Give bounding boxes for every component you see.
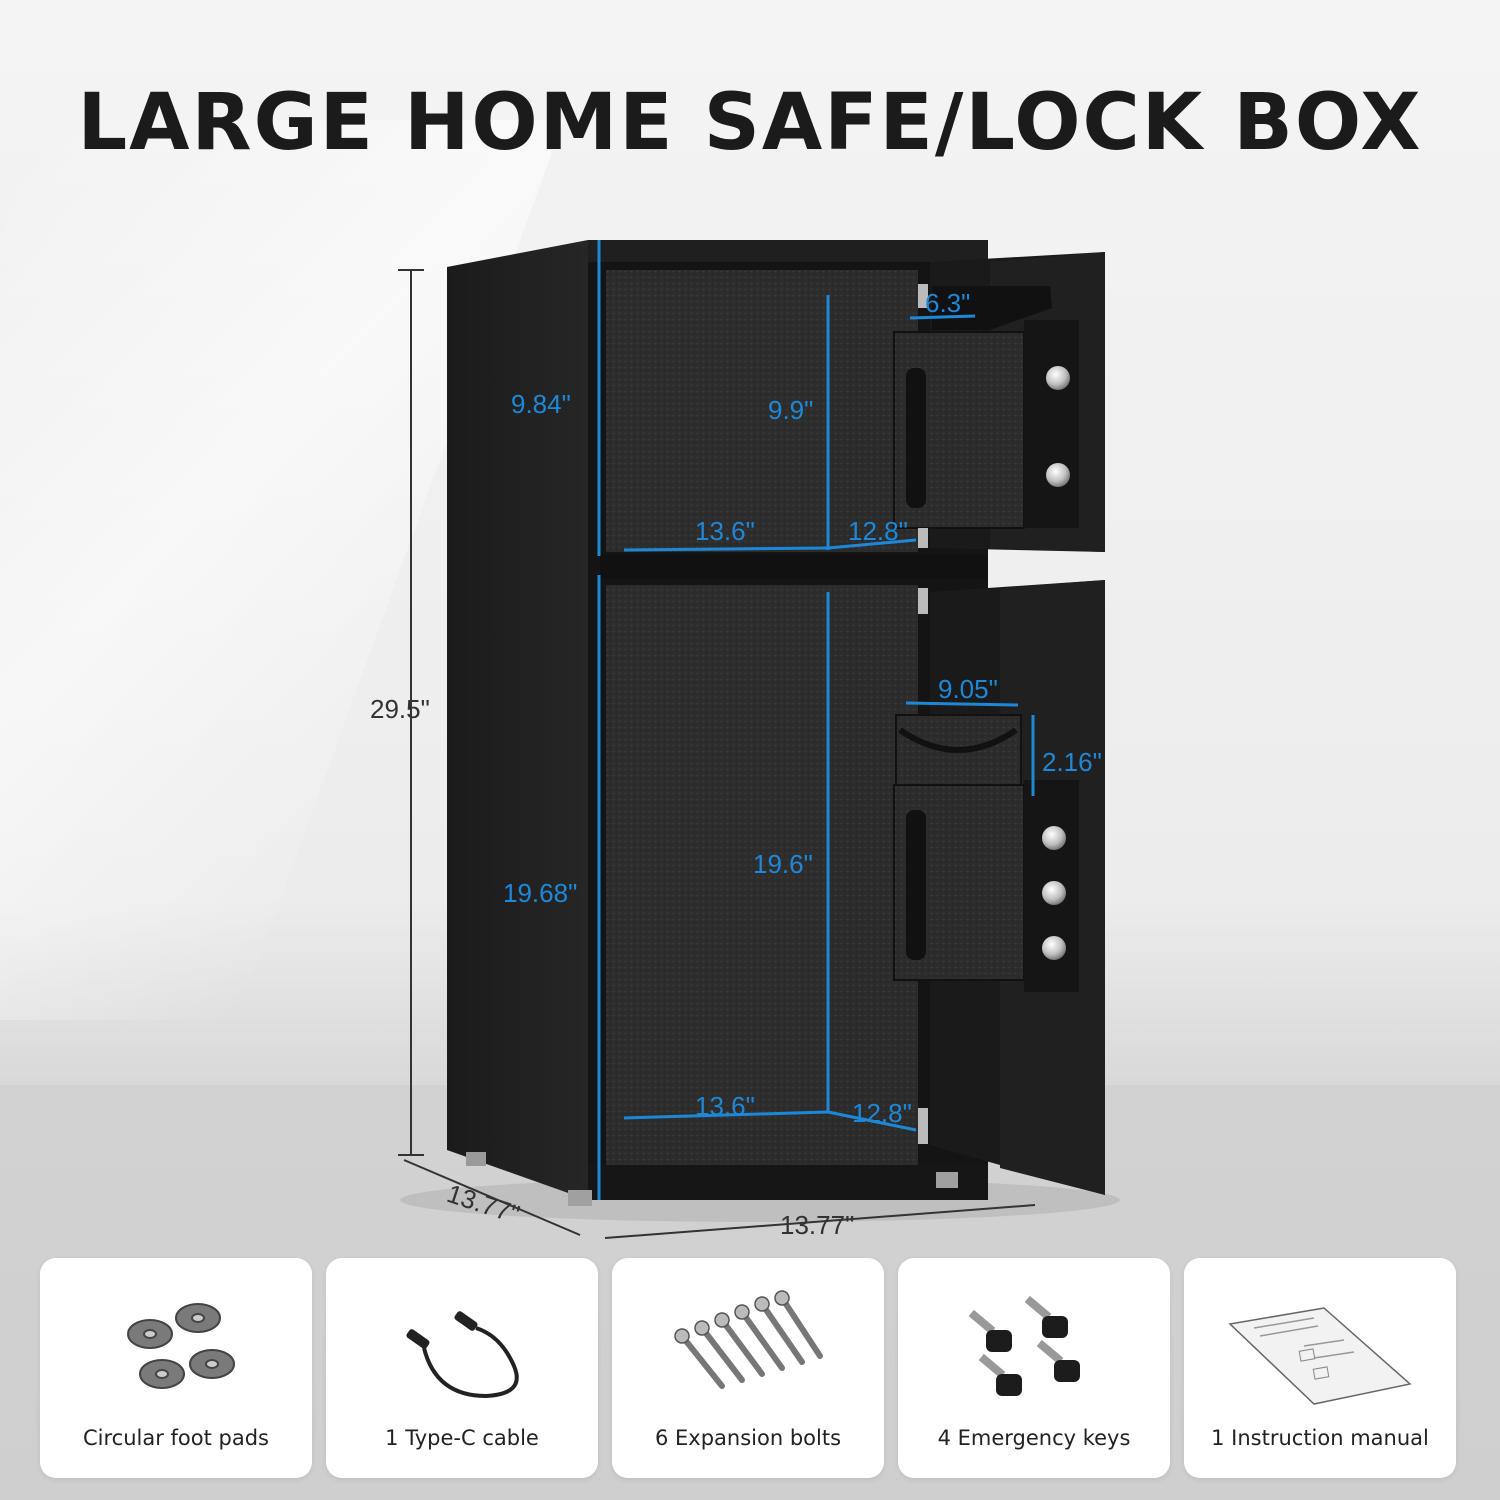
- foot-pads-icon: [127, 1303, 235, 1389]
- top-pocket-width-label: 6.3": [925, 288, 971, 318]
- lower-width-label: 13.6": [695, 1091, 755, 1121]
- lower-door-shelf: [895, 714, 1022, 796]
- lower-door-shelf-curve: [898, 727, 1018, 753]
- lower-door-bolt-2: [1042, 881, 1066, 905]
- base-width-label: 13.77": [780, 1210, 855, 1240]
- accessory-label: 1 Type-C cable: [385, 1426, 539, 1450]
- foot-3: [936, 1172, 958, 1188]
- lower-hinge-2: [918, 1108, 928, 1144]
- upper-width-label: 13.6": [695, 516, 755, 546]
- accessory-label: 1 Instruction manual: [1211, 1426, 1429, 1450]
- expansion-bolts-icon: [674, 1290, 823, 1389]
- dim-line-base-depth: [403, 1159, 581, 1236]
- lower-height-outer-label: 19.68": [503, 878, 578, 908]
- lower-hinge-1: [918, 588, 928, 614]
- page-title: LARGE HOME SAFE/LOCK BOX: [77, 78, 1423, 168]
- upper-height-inner-label: 9.9": [768, 395, 814, 425]
- emergency-keys-icon: [968, 1295, 1080, 1396]
- accessory-card-emergency-keys: 4 Emergency keys: [898, 1258, 1170, 1478]
- safe-base: [588, 1165, 988, 1200]
- foot-2: [568, 1190, 592, 1206]
- compartment-divider: [600, 555, 988, 579]
- upper-height-outer-label: 9.84": [511, 389, 571, 419]
- upper-hinge-1: [918, 284, 928, 308]
- type-c-cable-icon: [406, 1311, 519, 1399]
- accessory-card-expansion-bolts: 6 Expansion bolts: [612, 1258, 884, 1478]
- lower-height-inner-label: 19.6": [753, 849, 813, 879]
- upper-door-bolt-2: [1046, 463, 1070, 487]
- lower-back-wall-texture: [612, 590, 832, 1130]
- accessory-card-instruction-manual: 1 Instruction manual: [1184, 1258, 1456, 1478]
- foot-1: [466, 1152, 486, 1166]
- instruction-manual-icon: [1228, 1307, 1412, 1405]
- total-height-label: 29.5": [370, 694, 430, 724]
- lower-depth-label: 12.8": [852, 1098, 912, 1128]
- dim-line-top-pocket: [909, 314, 976, 320]
- lower-door-bolt-3: [1042, 936, 1066, 960]
- dim-line-upper-depth: [827, 538, 917, 550]
- shelf-width-label: 9.05": [938, 674, 998, 704]
- upper-depth-label: 12.8": [848, 516, 908, 546]
- dim-line-base-width: [604, 1204, 1036, 1239]
- accessory-card-type-c-cable: 1 Type-C cable: [326, 1258, 598, 1478]
- safe-top-edge: [588, 240, 988, 262]
- dim-line-lower-width: [623, 1110, 829, 1120]
- upper-door-pocket: [932, 286, 1052, 330]
- upper-door-slot: [906, 368, 926, 508]
- lower-door-slot: [906, 810, 926, 960]
- dim-line-upper-width: [623, 546, 829, 552]
- upper-door-bolt-1: [1046, 366, 1070, 390]
- accessory-label: 4 Emergency keys: [937, 1426, 1131, 1450]
- safe-side-panel: [447, 240, 588, 1200]
- dim-line-shelf-width: [905, 701, 1019, 707]
- dim-line-lower-depth: [827, 1110, 917, 1132]
- shelf-height-label: 2.16": [1042, 747, 1102, 777]
- accessory-label: 6 Expansion bolts: [654, 1426, 842, 1450]
- accessory-label: Circular foot pads: [82, 1426, 269, 1450]
- upper-door-lock-box-side: [1024, 320, 1079, 528]
- upper-hinge-2: [918, 528, 928, 548]
- upper-back-wall-texture: [612, 285, 832, 547]
- lower-door-bolt-1: [1042, 826, 1066, 850]
- accessory-card-foot-pads: Circular foot pads: [40, 1258, 312, 1478]
